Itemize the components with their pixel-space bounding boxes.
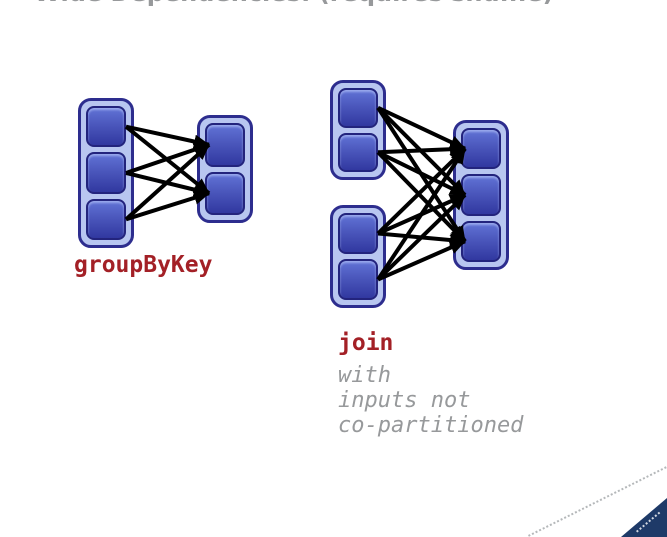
dependency-arrow xyxy=(376,193,467,281)
top-clipped-text: Wide Dependencies: (requires shuffle) xyxy=(34,0,554,5)
partition-box xyxy=(86,106,126,148)
join-sublabel-line: with xyxy=(338,363,391,388)
join-sublabel-line: inputs not xyxy=(338,388,471,413)
partition-box xyxy=(205,123,245,167)
dependency-arrow xyxy=(377,239,466,282)
dependency-arrow xyxy=(376,147,467,235)
dependency-arrow xyxy=(377,105,466,151)
partition-box xyxy=(461,128,501,170)
dependency-arrow xyxy=(377,142,466,157)
join-sublabel-line: co-partitioned xyxy=(338,413,524,438)
dependency-arrow xyxy=(376,150,467,243)
partition-box xyxy=(86,152,126,194)
partition-box xyxy=(338,132,378,172)
partition-box xyxy=(86,198,126,240)
dependency-arrow xyxy=(377,231,466,247)
corner-triangle xyxy=(621,498,667,537)
partition-box xyxy=(338,259,378,300)
partition-box xyxy=(461,220,501,262)
dependency-arrow xyxy=(376,147,467,281)
groupbykey-label: groupByKey xyxy=(74,252,213,278)
partition-box xyxy=(461,174,501,216)
dependency-arrow xyxy=(376,106,467,197)
dependency-arrow xyxy=(376,106,467,243)
join-label: join xyxy=(338,330,394,356)
join-sublabel: with inputs not co-partitioned xyxy=(338,363,523,438)
partition-box xyxy=(338,213,378,254)
dependency-arrow xyxy=(377,150,466,197)
partition-box xyxy=(205,171,245,215)
dependency-arrow xyxy=(377,193,466,236)
partition-box xyxy=(338,88,378,128)
